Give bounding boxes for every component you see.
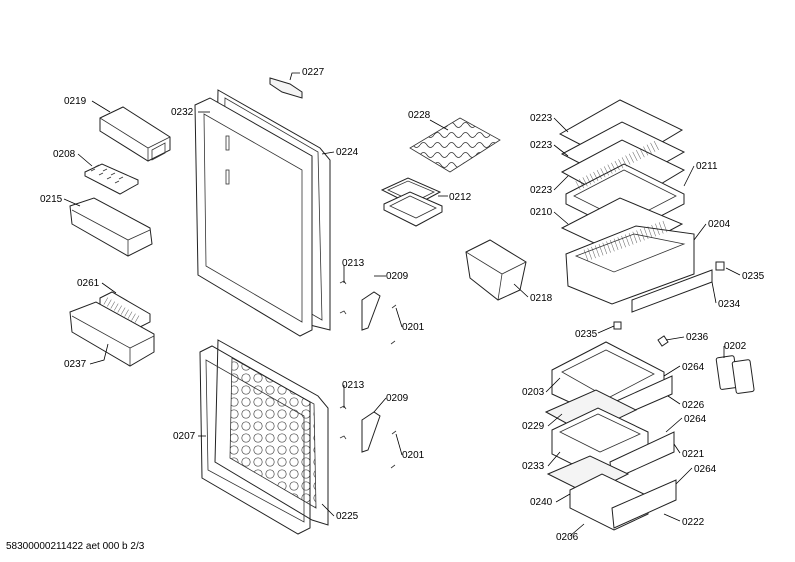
small-trays-0212: [380, 177, 443, 227]
callout-0225: 0225: [336, 511, 359, 522]
wine-rack-0228: [409, 117, 501, 173]
callout-0223-c: 0223: [530, 185, 553, 196]
callout-0237: 0237: [64, 359, 87, 370]
callout-0202: 0202: [724, 341, 747, 352]
callout-0226: 0226: [682, 400, 705, 411]
lower-door-0225: [214, 339, 329, 526]
callout-0264-b: 0264: [684, 414, 707, 425]
callout-0208: 0208: [53, 149, 76, 160]
callout-0261: 0261: [77, 278, 100, 289]
callout-0201-lower: 0201: [402, 450, 425, 461]
callout-0211: 0211: [696, 161, 718, 172]
clip-0236: [657, 335, 669, 347]
egg-tray-0208: [84, 163, 139, 195]
callout-0215: 0215: [40, 194, 63, 205]
door-shelf-0215: [69, 197, 153, 257]
callout-0213-upper: 0213: [342, 258, 365, 269]
callout-0209-upper: 0209: [386, 271, 409, 282]
crisper-drawer-0204: [565, 219, 695, 305]
callout-0264-c: 0264: [694, 464, 717, 475]
callout-0219: 0219: [64, 96, 87, 107]
callout-0223-b: 0223: [530, 140, 553, 151]
hinge-set-upper: [339, 280, 397, 345]
callout-0221: 0221: [682, 449, 705, 460]
callout-0201-upper: 0201: [402, 322, 425, 333]
callout-0213-lower: 0213: [342, 380, 365, 391]
callout-0203: 0203: [522, 387, 545, 398]
callout-0264-a: 0264: [682, 362, 705, 373]
callout-0212: 0212: [449, 192, 472, 203]
drawer-front-0222: [611, 479, 677, 529]
upper-door-gasket-0232: [194, 97, 313, 337]
callout-0232: 0232: [171, 107, 194, 118]
document-id: 58300000211422 aet 000 b 2/3: [6, 541, 145, 552]
hinge-set-lower: [339, 405, 397, 469]
callout-0228: 0228: [408, 110, 431, 121]
callout-0235-left: 0235: [575, 329, 598, 340]
callout-0227: 0227: [302, 67, 325, 78]
callout-0240: 0240: [530, 497, 553, 508]
callout-0224: 0224: [336, 147, 359, 158]
clip-0235-right: [715, 261, 725, 271]
callout-0236: 0236: [686, 332, 709, 343]
label-0227: [269, 77, 303, 99]
lower-door-gasket-0207: [199, 345, 311, 535]
callout-0223-a: 0223: [530, 113, 553, 124]
callout-0209-lower: 0209: [386, 393, 409, 404]
leader-lines: [63, 72, 741, 537]
callout-0218: 0218: [530, 293, 553, 304]
ice-packs-0202: [715, 355, 755, 394]
clip-0235-left: [613, 321, 622, 330]
callout-0204: 0204: [708, 219, 731, 230]
callout-0235-right: 0235: [742, 271, 765, 282]
callout-labels: 0227 0219 0232 0224 0208 0215 0261 0237 …: [40, 67, 765, 543]
bottle-shelf-0237: [69, 301, 155, 367]
callout-0206: 0206: [556, 532, 579, 543]
container-0218: [465, 239, 527, 301]
callout-0233: 0233: [522, 461, 545, 472]
callout-0222: 0222: [682, 517, 705, 528]
callout-0207: 0207: [173, 431, 196, 442]
callout-0234: 0234: [718, 299, 741, 310]
butter-compartment-0219: [99, 106, 171, 162]
callout-0210: 0210: [530, 207, 553, 218]
callout-0229: 0229: [522, 421, 545, 432]
